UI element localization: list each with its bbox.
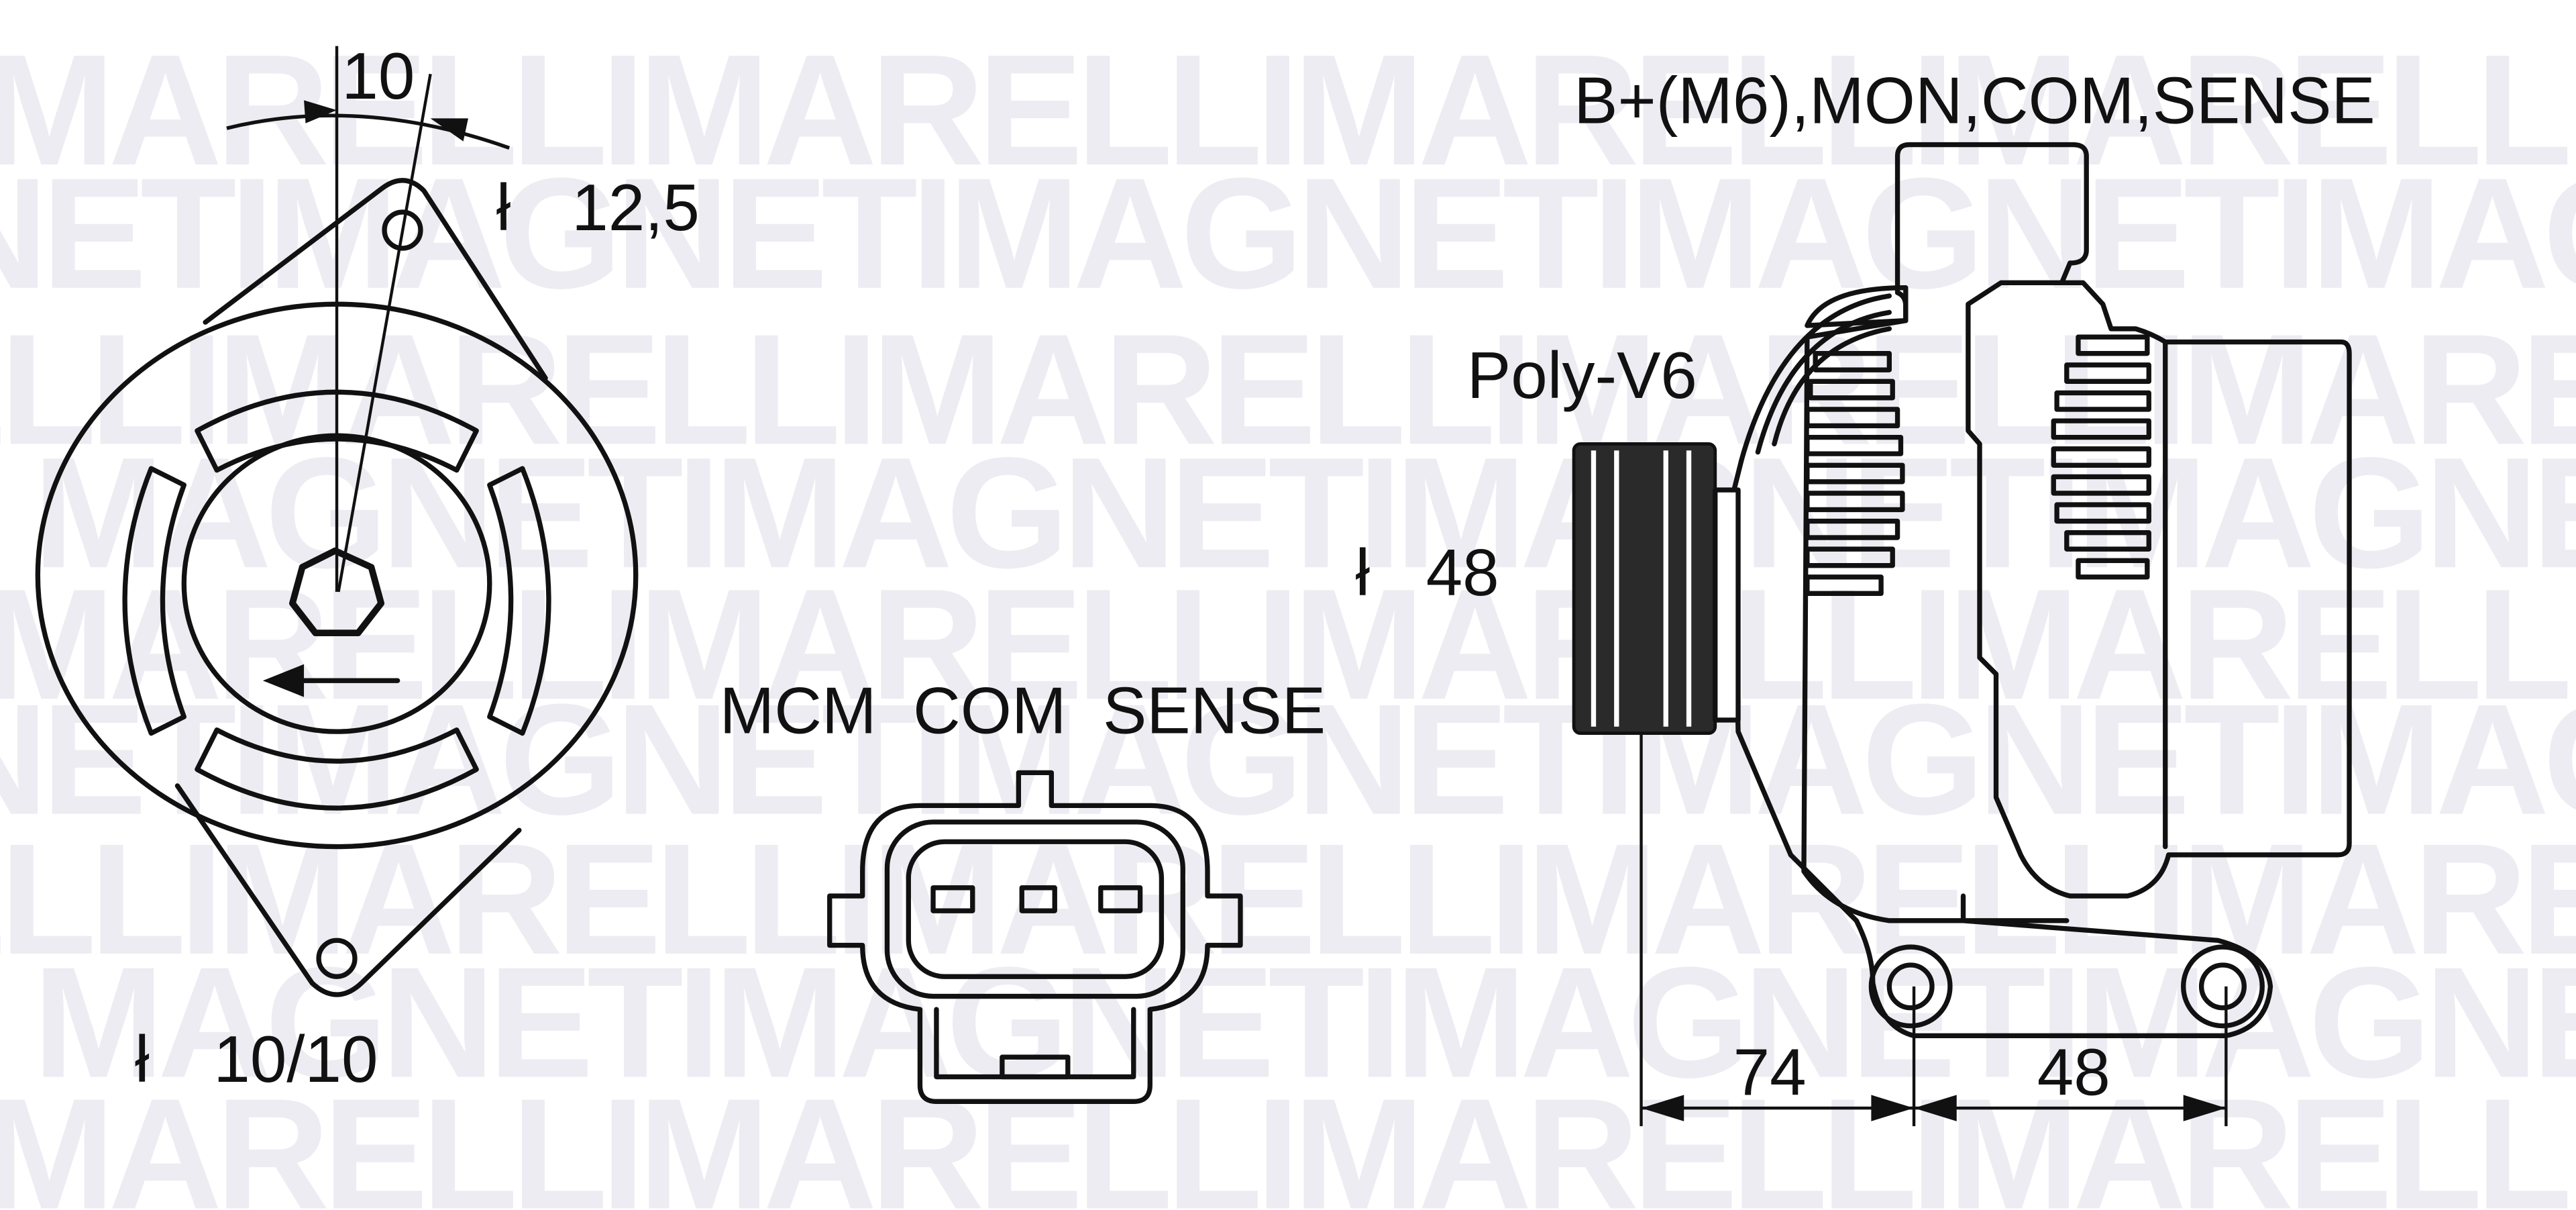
watermark-row-2: NETIMAGNETIMAGNETIMAGNETIMAGN <box>0 145 2576 321</box>
arrow-right-icon <box>1871 1095 1915 1121</box>
terminal-block <box>1894 142 2089 295</box>
pulley-diameter-label: 48 <box>1426 536 1499 609</box>
fin <box>2051 418 2151 440</box>
front-housing-top <box>1805 285 1909 328</box>
pulley-type-label: Poly-V6 <box>1467 338 1697 412</box>
arrow-left-icon <box>1641 1095 1684 1121</box>
mount-bracket-upper <box>1960 893 2273 1039</box>
angle-dimension-label: 10 <box>341 39 415 113</box>
front-housing-curve-2 <box>1755 309 1892 455</box>
rear-cooling-fins <box>2051 334 2151 580</box>
bottom-mounting-hole <box>316 938 358 979</box>
pulley-hub <box>1713 487 1741 723</box>
front-cooling-fins <box>1805 351 1905 597</box>
terminal-label: B+(M6),MON,COM,SENSE <box>1574 64 2375 138</box>
fin <box>1813 351 1892 372</box>
fin <box>1808 379 1895 401</box>
hex-nut-icon <box>289 547 385 637</box>
rear-housing <box>1966 280 2352 899</box>
vent-slot-top <box>195 389 479 473</box>
vent-slot-left <box>122 466 186 736</box>
arrow-left-icon <box>304 100 337 123</box>
rotation-direction-arrow-icon <box>262 664 305 697</box>
fin <box>2054 502 2151 524</box>
connector-pin-1 <box>930 885 975 913</box>
watermark-row-9: MARELLIMARELLIMARELLIMARELLI <box>0 1066 2576 1210</box>
fin <box>2076 558 2150 580</box>
connector-view: MCM COM SENSE <box>720 674 1326 1104</box>
fin <box>1805 574 1884 597</box>
fin <box>2054 390 2151 412</box>
mount-boss-1 <box>1868 944 1953 1029</box>
fin <box>1805 518 1900 540</box>
fin <box>2064 362 2151 385</box>
bottom-mounting-ear <box>174 783 522 997</box>
watermark-row-7: ELLIMARELLIMARELLIMARELLIMARE <box>0 811 2576 987</box>
dim-pulley-to-mount-label: 74 <box>1733 1036 1807 1109</box>
fin <box>1805 434 1904 456</box>
connector-inner-rim <box>884 819 1185 999</box>
fin <box>1805 407 1900 429</box>
arrow-right-icon <box>430 118 468 142</box>
side-view: B+(M6),MON,COM,SENSE Poly-V6 ł 48 <box>1355 64 2375 1127</box>
top-mounting-hole <box>382 209 423 251</box>
angle-dimension-arc <box>226 113 511 150</box>
angled-centerline <box>337 73 432 593</box>
fin <box>1805 462 1905 485</box>
connector-socket <box>906 839 1165 979</box>
fin <box>2064 530 2151 552</box>
watermark-row-4: MAGNETIMAGNETIMAGNETIMAGNET <box>33 424 2576 601</box>
watermark: MARELLIMARELLIMARELLIMARELLI NETIMAGNETI… <box>0 21 2576 1210</box>
front-housing-curve-1 <box>1739 293 1892 463</box>
top-hole-diameter-label: 12,5 <box>572 170 700 244</box>
mount-hole-1 <box>1886 962 1935 1011</box>
arrow-right-icon <box>2183 1095 2226 1121</box>
pulley <box>1572 442 1741 736</box>
top-mounting-ear <box>203 178 548 381</box>
diameter-symbol-icon: ł <box>496 170 511 244</box>
mount-boss-2 <box>2181 944 2265 1029</box>
watermark-row-1: MARELLIMARELLIMARELLIMARELLI <box>0 21 2576 198</box>
watermark-row-8: MAGNETIMAGNETIMAGNETIMAGNET <box>33 934 2576 1111</box>
fin <box>2051 446 2151 468</box>
fin <box>2051 474 2151 496</box>
connector-latch-tab <box>1000 1054 1071 1080</box>
dim-mount-spacing-label: 48 <box>2037 1036 2110 1109</box>
fin <box>1805 491 1905 513</box>
fin <box>2076 334 2150 356</box>
connector-pin-labels: MCM COM SENSE <box>720 674 1326 748</box>
front-view: 10 ł 12,5 ł 10/10 <box>35 39 700 1096</box>
vent-slot-right <box>487 466 551 736</box>
bottom-hole-diameter-label: 10/10 <box>213 1022 378 1096</box>
mount-hole-2 <box>2198 962 2247 1011</box>
vent-slot-bottom <box>195 727 479 811</box>
fin <box>1805 546 1895 568</box>
arrow-left-icon <box>1914 1095 1957 1121</box>
diameter-symbol-icon: ł <box>135 1022 150 1096</box>
connector-housing <box>827 770 1243 1104</box>
diameter-symbol-icon: ł <box>1355 536 1370 609</box>
connector-pin-2 <box>1019 885 1057 913</box>
connector-pin-3 <box>1098 885 1143 913</box>
